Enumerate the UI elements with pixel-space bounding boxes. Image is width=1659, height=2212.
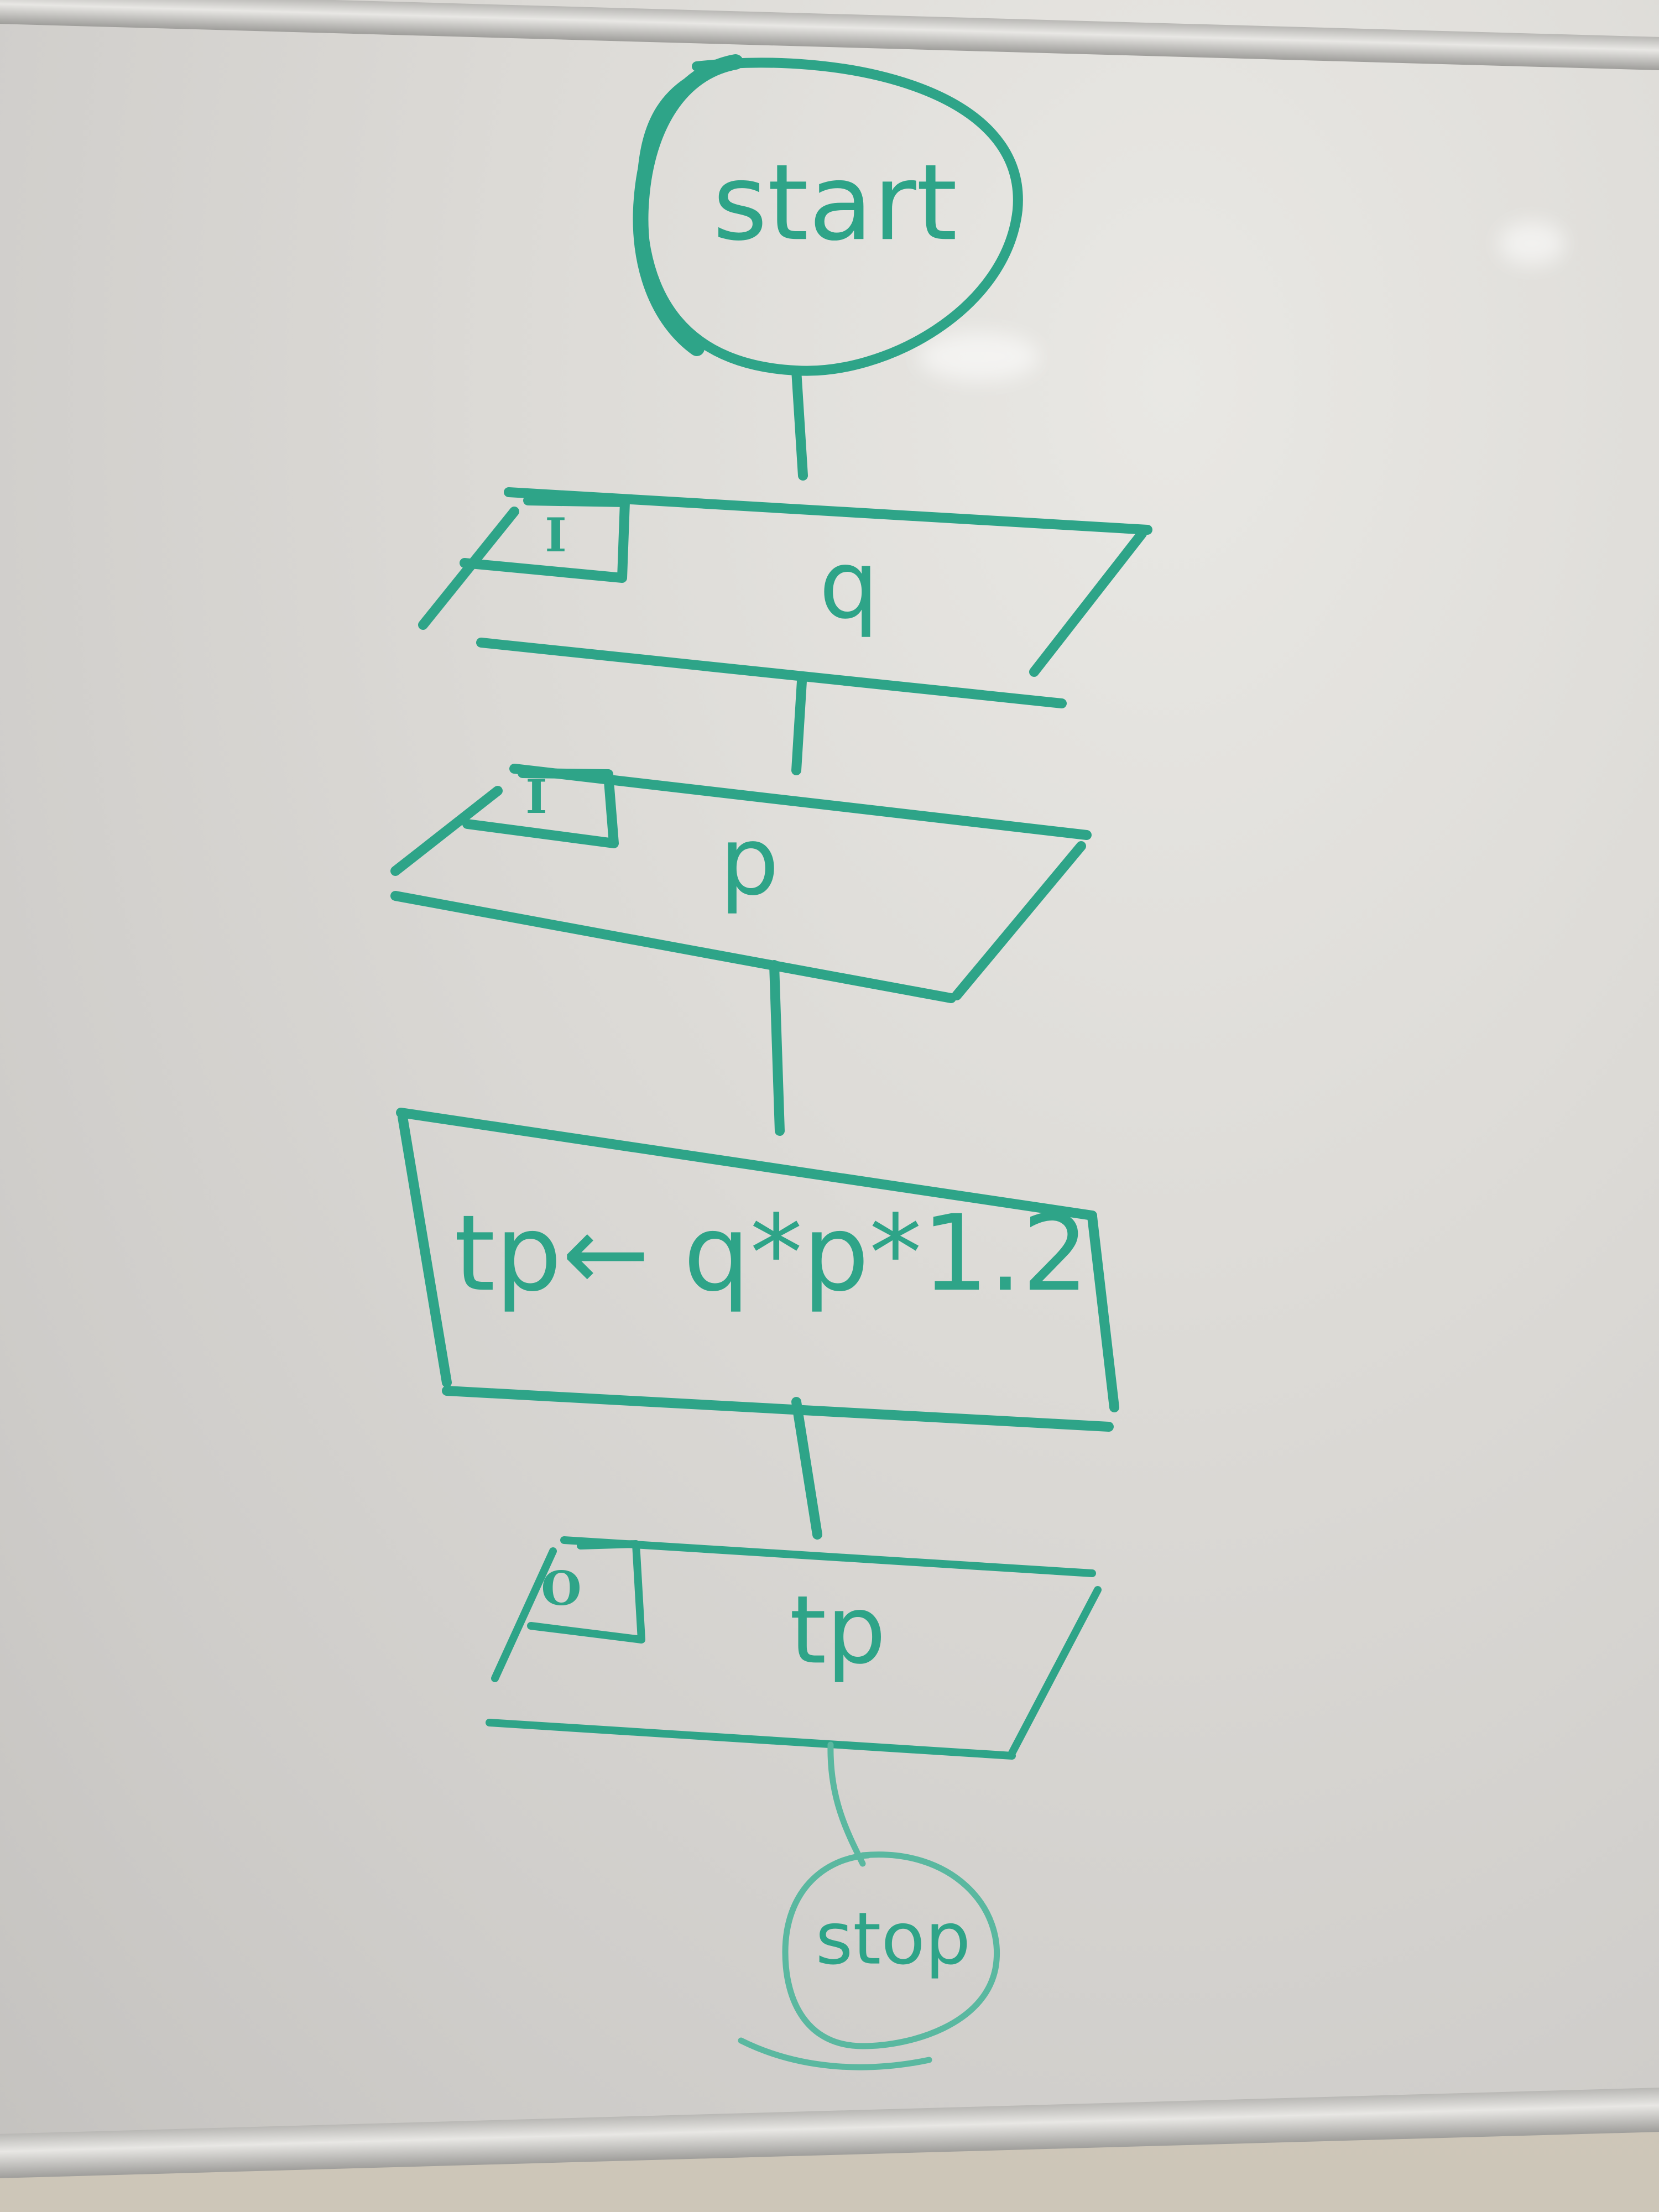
output-tp-tag: O	[541, 1561, 581, 1616]
input-p-node: I p	[390, 764, 1092, 1003]
input-p-tag: I	[525, 769, 547, 824]
input-q-tag: I	[545, 508, 566, 562]
output-tp-label: tp	[790, 1575, 886, 1685]
connector-output-to-stop	[827, 1741, 866, 1867]
light-glare	[1499, 221, 1565, 265]
process-right-edge	[1087, 1212, 1119, 1412]
connector-start-to-input-q	[791, 366, 808, 481]
stop-label: stop	[816, 1897, 971, 1981]
stop-terminator: stop	[738, 1851, 1000, 2070]
input-q-bottom-edge	[476, 638, 1067, 708]
input-q-node: I q	[418, 487, 1152, 708]
input-p-bottom-edge	[390, 891, 956, 1003]
process-top-edge	[396, 1108, 1097, 1220]
process-label: tp← q*p*1.2	[454, 1192, 1089, 1314]
input-q-label: q	[819, 530, 879, 640]
output-tp-node: O tp	[486, 1536, 1102, 1760]
start-circle-bold-edge	[633, 54, 743, 356]
output-tp-tag-box	[527, 1540, 645, 1644]
stop-circle-tail	[738, 2037, 932, 2070]
connector-input-q-to-input-p	[791, 676, 807, 775]
input-p-tag-box	[462, 768, 619, 848]
process-node: tp← q*p*1.2	[396, 1108, 1119, 1432]
process-left-edge	[398, 1112, 452, 1387]
output-tp-bottom-edge	[486, 1719, 1016, 1760]
input-q-right-edge	[1029, 529, 1147, 677]
output-tp-left-edge	[491, 1547, 557, 1682]
connector-input-p-to-process	[769, 960, 785, 1136]
stop-circle	[782, 1851, 1000, 2049]
start-label: start	[713, 142, 958, 264]
input-q-tag-box	[460, 495, 630, 583]
output-tp-right-edge	[1008, 1586, 1102, 1757]
process-bottom-edge	[442, 1386, 1114, 1432]
input-p-right-edge	[952, 841, 1086, 1000]
start-terminator: start	[633, 54, 1023, 376]
input-p-left-edge	[390, 786, 503, 876]
output-tp-top-edge	[560, 1536, 1096, 1577]
input-p-label: p	[719, 807, 779, 916]
light-glare	[918, 332, 1040, 382]
connector-process-to-output	[791, 1397, 822, 1540]
